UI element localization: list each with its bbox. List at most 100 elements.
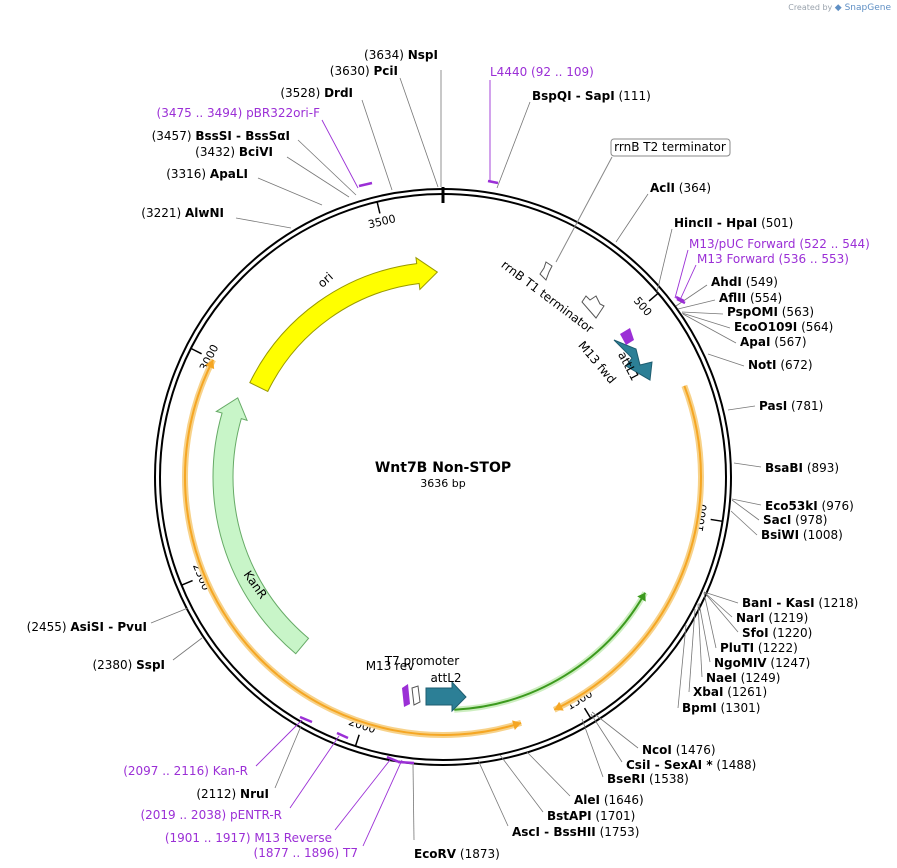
site-leader <box>581 718 604 778</box>
site-label[interactable]: (3528) DrdI <box>280 86 353 100</box>
tick-mark <box>181 579 193 586</box>
site-leader <box>688 608 696 693</box>
primer-leader <box>255 719 303 767</box>
orange-feature-1-arrowhead <box>554 701 564 711</box>
green-feature[interactable] <box>454 592 647 711</box>
label-attl2: attL2 <box>430 671 461 685</box>
site-label[interactable]: PspOMI (563) <box>727 305 814 319</box>
site-label[interactable]: (3221) AlwNI <box>141 206 224 220</box>
site-label[interactable]: AleI (1646) <box>574 793 644 807</box>
primer-mark <box>358 181 373 188</box>
orange-feature-1[interactable] <box>553 385 702 711</box>
site-leader <box>172 637 203 661</box>
site-label[interactable]: PluTI (1222) <box>720 641 798 655</box>
site-label[interactable]: (3634) NspI <box>364 48 438 62</box>
site-label[interactable]: NcoI (1476) <box>642 743 716 757</box>
site-label[interactable]: BsiWI (1008) <box>761 528 843 542</box>
site-leader <box>675 284 708 307</box>
site-label[interactable]: Eco53kI (976) <box>765 499 854 513</box>
feature-rrnb-t2[interactable] <box>539 261 553 281</box>
label-t7-promoter: T7 promoter <box>384 654 460 668</box>
site-leader <box>697 603 703 678</box>
site-leader <box>615 193 649 243</box>
site-label[interactable]: (3630) PciI <box>330 64 398 78</box>
site-label[interactable]: (3432) BciVI <box>195 145 273 159</box>
primer-label[interactable]: M13 Forward (536 .. 553) <box>697 252 849 266</box>
site-leader <box>727 405 756 411</box>
primer-label[interactable]: (2019 .. 2038) pENTR-R <box>140 808 282 822</box>
primer-label[interactable]: L4440 (92 .. 109) <box>490 65 594 79</box>
site-leader <box>235 217 292 229</box>
primer-label[interactable]: M13/pUC Forward (522 .. 544) <box>689 237 870 251</box>
site-label[interactable]: (2112) NruI <box>196 787 269 801</box>
site-label[interactable]: NgoMIV (1247) <box>714 656 810 670</box>
feature-kanr[interactable] <box>212 397 310 655</box>
site-label[interactable]: HincII - HpaI (501) <box>674 216 793 230</box>
feature-rrnb-t1[interactable] <box>581 295 605 319</box>
site-label[interactable]: BpmI (1301) <box>682 701 760 715</box>
tick-mark <box>648 292 659 302</box>
feature-ori[interactable] <box>249 256 439 393</box>
site-leader <box>733 462 762 468</box>
site-label[interactable]: PasI (781) <box>759 399 823 413</box>
primer-mark <box>676 297 686 305</box>
feature-m13-rev[interactable] <box>402 684 410 707</box>
plasmid-length: 3636 bp <box>420 477 465 490</box>
feature-m13-fwd[interactable] <box>620 328 634 345</box>
label-ori: ori <box>315 270 336 291</box>
primer-label[interactable]: (2097 .. 2116) Kan-R <box>123 764 248 778</box>
label-m13-rev: M13 rev <box>366 659 415 673</box>
site-label[interactable]: BstAPI (1701) <box>547 809 635 823</box>
site-leader <box>703 591 733 618</box>
site-label[interactable]: (2380) SspI <box>92 658 165 672</box>
site-label[interactable]: SfoI (1220) <box>742 626 812 640</box>
leader-lines <box>150 70 762 847</box>
site-leader <box>286 156 350 198</box>
site-label[interactable]: (2455) AsiSI - PvuI <box>27 620 147 634</box>
plasmid-title: Wnt7B Non-STOP <box>375 460 511 476</box>
site-label[interactable]: BsaBI (893) <box>765 461 839 475</box>
site-label[interactable]: NotI (672) <box>748 358 813 372</box>
site-label[interactable]: AflII (554) <box>719 291 782 305</box>
orange-feature-1-halo <box>552 384 704 713</box>
site-label[interactable]: (3316) ApaLI <box>166 167 248 181</box>
site-label[interactable]: AscI - BssHII (1753) <box>512 825 639 839</box>
site-leader <box>591 711 639 749</box>
primer-label[interactable]: (3475 .. 3494) pBR322ori-F <box>157 106 321 120</box>
primer-leader <box>674 249 689 299</box>
site-leader <box>681 312 731 329</box>
site-leader <box>257 177 323 206</box>
primer-label[interactable]: (1877 .. 1896) T7 <box>254 846 358 860</box>
site-label[interactable]: SacI (978) <box>763 513 827 527</box>
rrnb-t2-leader <box>555 156 613 263</box>
site-label[interactable]: BspQI - SapI (111) <box>532 89 651 103</box>
site-label[interactable]: AhdI (549) <box>711 275 778 289</box>
site-label[interactable]: CsiI - SexAI * (1488) <box>626 758 756 772</box>
tick-mark <box>354 734 360 747</box>
green-feature-halo <box>454 591 648 713</box>
site-label[interactable]: XbaI (1261) <box>693 685 767 699</box>
feature-t7-promoter[interactable] <box>411 685 421 706</box>
site-label[interactable]: AclI (364) <box>650 181 711 195</box>
orange-feature-2[interactable] <box>277 674 522 736</box>
orange-feature-3[interactable] <box>184 359 279 676</box>
site-label[interactable]: (3457) BssSI - BssSαI <box>152 129 290 143</box>
site-label[interactable]: NaeI (1249) <box>706 671 780 685</box>
primer-label[interactable]: (1901 .. 1917) M13 Reverse <box>165 831 332 845</box>
site-leader <box>677 299 716 310</box>
feature-attl1[interactable] <box>613 339 653 381</box>
site-leader <box>707 353 745 367</box>
site-label[interactable]: BanI - KasI (1218) <box>742 596 858 610</box>
site-leader <box>703 591 739 604</box>
site-leader <box>526 751 571 797</box>
site-label[interactable]: ApaI (567) <box>740 335 807 349</box>
site-label[interactable]: BseRI (1538) <box>607 772 689 786</box>
site-leader <box>703 592 717 649</box>
site-label[interactable]: EcoRV (1873) <box>414 847 500 861</box>
orange-feature-2-arrowhead <box>512 720 522 731</box>
site-label[interactable]: EcoO109I (564) <box>734 320 833 334</box>
site-label[interactable]: NarI (1219) <box>736 611 808 625</box>
feature-attl2[interactable] <box>425 680 467 713</box>
primer-leader <box>362 759 403 847</box>
